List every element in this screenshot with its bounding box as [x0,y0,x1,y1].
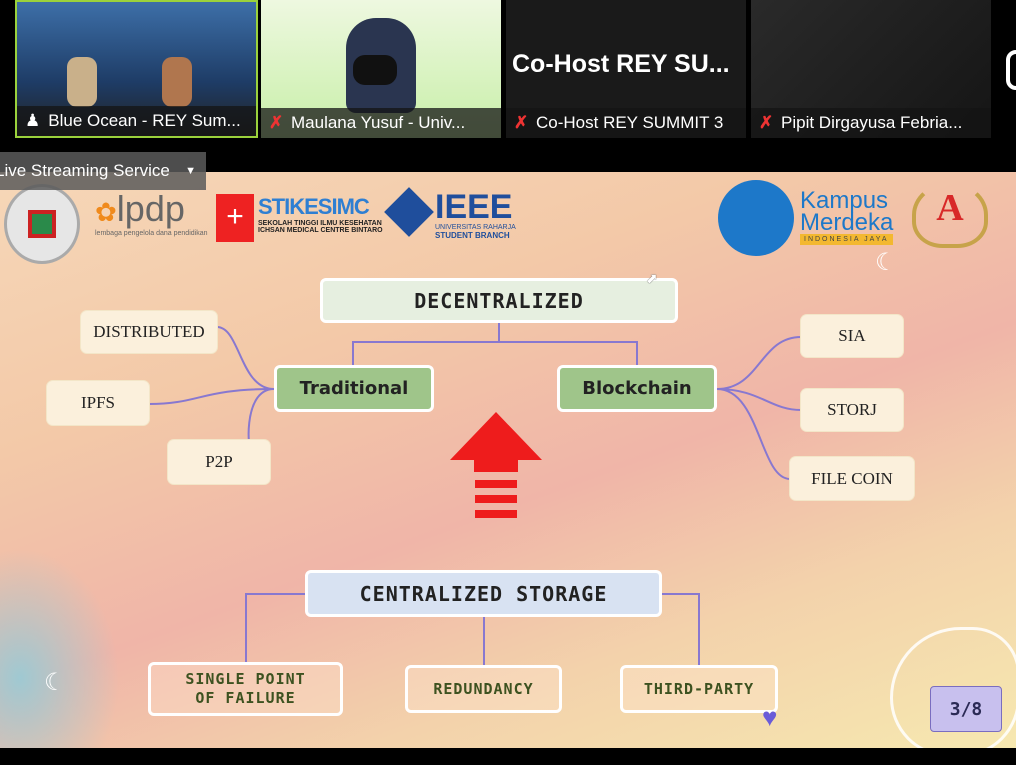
node-distributed: DISTRIBUTED [81,311,217,353]
mic-muted-icon: ✗ [269,113,284,132]
node-redundancy: REDUNDANCY [405,665,562,713]
participant-name: Maulana Yusuf - Univ... [291,113,466,132]
line-decentralized [352,323,638,365]
pin-icon: ♟ [25,111,41,130]
participant-name: Co-Host REY SUMMIT 3 [536,113,724,132]
node-file-coin: FILE COIN [790,457,914,500]
video-tile-blue-ocean[interactable]: ♟ Blue Ocean - REY Sum... [15,0,258,138]
node-centralized-storage: CENTRALIZED STORAGE [305,570,662,617]
connector-lines [148,323,802,665]
participant-display-name: Co-Host REY SU... [512,50,730,78]
video-tile-maulana[interactable]: ✗ Maulana Yusuf - Univ... [261,0,501,138]
node-blockchain: Blockchain [557,365,717,412]
person-figure [162,57,192,107]
tut-wuri-logo [718,180,794,256]
aa-logo: A [912,182,988,248]
node-storj: STORJ [801,389,903,431]
node-p2p: P2P [168,440,270,484]
participant-name: Pipit Dirgayusa Febria... [781,113,963,132]
person-figure [67,57,97,107]
video-tile-pipit[interactable]: ✗ Pipit Dirgayusa Febria... [751,0,991,138]
cross-icon: + [216,194,254,242]
up-arrow-icon [450,412,542,518]
line-blockchain [716,336,802,480]
mic-muted-icon: ✗ [759,113,774,132]
moon-icon: ☾ [875,249,897,276]
monstera-leaf-decoration [890,627,1016,748]
node-decentralized: DECENTRALIZED [320,278,678,323]
participant-name: Blue Ocean - REY Sum... [48,111,241,130]
next-page-arrow[interactable] [1006,50,1016,90]
heart-icon: ♥ [762,702,778,732]
raharja-logo [4,184,80,264]
view-dropdown-label: Live Streaming Service [0,161,170,180]
node-sia: SIA [801,315,903,357]
node-ipfs: IPFS [47,381,149,425]
line-centralized [245,593,700,665]
node-traditional: Traditional [274,365,434,412]
view-dropdown[interactable]: Live Streaming Service ▼ [0,152,206,190]
page-indicator: 3/8 [930,686,1002,732]
video-tile-cohost[interactable]: Co-Host REY SU... ✗ Co-Host REY SUMMIT 3 [506,0,746,138]
caret-down-icon: ▼ [185,165,196,177]
mic-muted-icon: ✗ [514,113,529,132]
moon-icon: ☾ [44,669,66,696]
node-third-party: THIRD-PARTY [620,665,778,713]
face-mask [353,55,397,85]
node-single-point-of-failure: SINGLE POINT OF FAILURE [148,662,343,716]
mouse-cursor: ⬈ [646,270,658,286]
